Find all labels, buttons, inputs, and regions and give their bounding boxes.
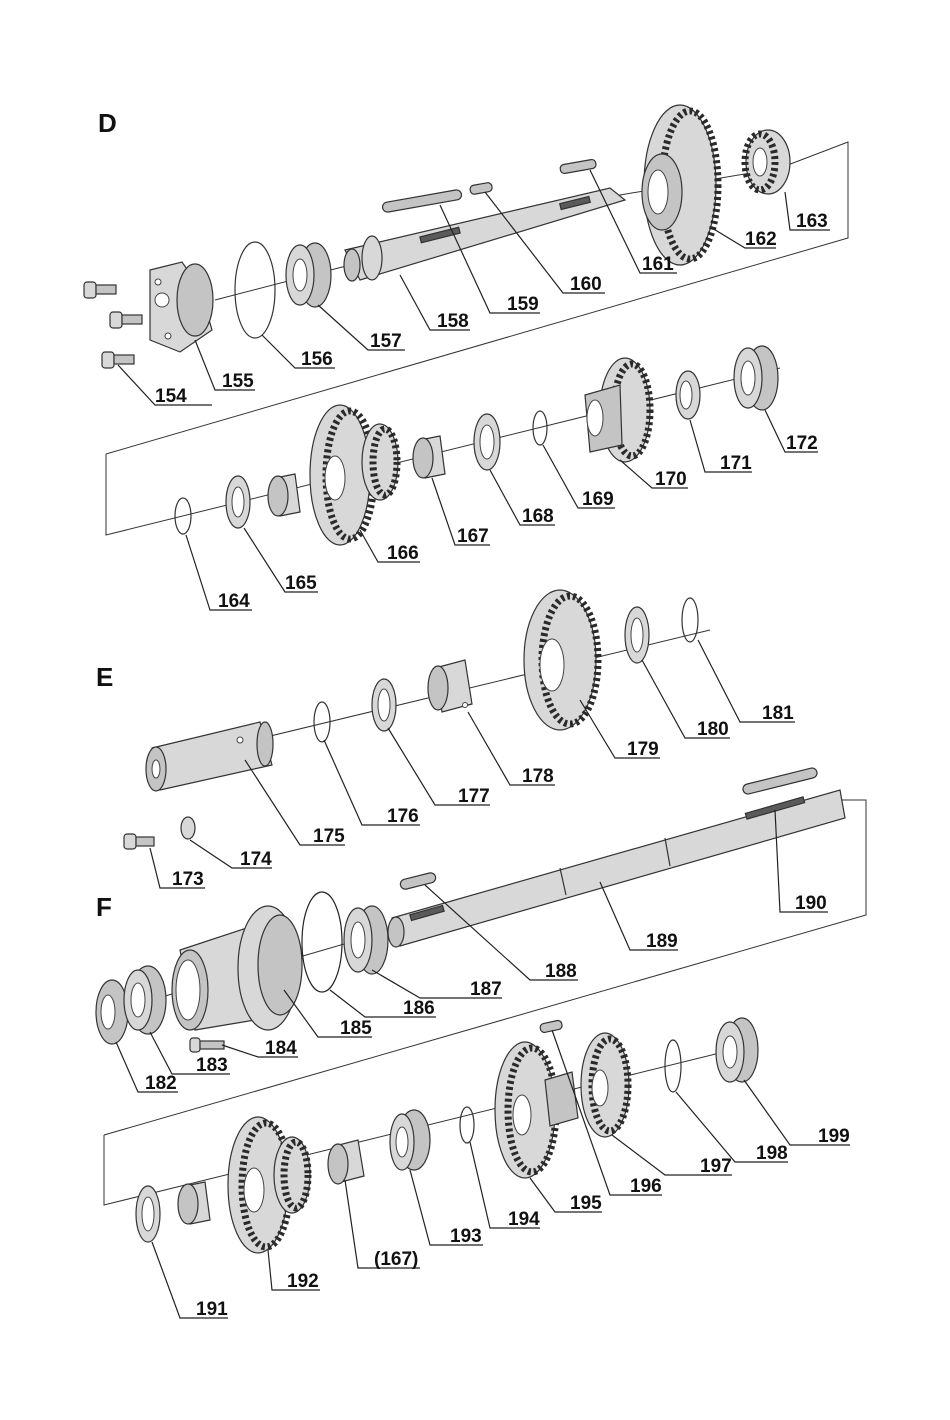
- snap-ring-169: [533, 411, 547, 445]
- key-159: [382, 189, 463, 213]
- label-191: 191: [196, 1299, 228, 1320]
- label-166: 166: [387, 543, 419, 564]
- sleeve-167: [413, 436, 445, 478]
- washer-165: [226, 476, 250, 528]
- bearing-199: [716, 1018, 758, 1082]
- label-163: 163: [796, 211, 828, 232]
- sleeve-178: [428, 660, 472, 712]
- label-170: 170: [655, 469, 687, 490]
- gear-192: [228, 1117, 310, 1253]
- label-183: 183: [196, 1055, 228, 1076]
- sleeve-165b: [268, 474, 300, 516]
- label-192: 192: [287, 1271, 319, 1292]
- key-160: [469, 182, 492, 195]
- washer-180: [625, 607, 649, 663]
- label-172: 172: [786, 433, 818, 454]
- section-d-title: D: [98, 108, 117, 138]
- gasket-186: [302, 892, 342, 992]
- label-164: 164: [218, 591, 250, 612]
- label-161: 161: [642, 254, 674, 275]
- key-196: [539, 1020, 562, 1033]
- label-195: 195: [570, 1193, 602, 1214]
- label-178: 178: [522, 766, 554, 787]
- label-187: 187: [470, 979, 502, 1000]
- label-157: 157: [370, 331, 402, 352]
- label-173: 173: [172, 869, 204, 890]
- label-184: 184: [265, 1038, 297, 1059]
- label-169: 169: [582, 489, 614, 510]
- screw-173: [124, 834, 154, 849]
- key-188: [399, 872, 436, 890]
- gear-163: [745, 130, 790, 194]
- label-167b: (167): [374, 1249, 418, 1270]
- gear-162: [642, 105, 718, 265]
- bearing-157: [286, 243, 331, 307]
- sleeve-167b: [328, 1140, 364, 1184]
- ring-171: [676, 371, 700, 419]
- label-194: 194: [508, 1209, 540, 1230]
- pin-174: [181, 817, 195, 839]
- bearing-187: [344, 906, 388, 974]
- bearing-182: [96, 980, 128, 1044]
- washer-177: [372, 679, 396, 731]
- label-190: 190: [795, 893, 827, 914]
- label-158: 158: [437, 311, 469, 332]
- gear-179: [524, 590, 598, 730]
- label-199: 199: [818, 1126, 850, 1147]
- label-182: 182: [145, 1073, 177, 1094]
- label-155: 155: [222, 371, 254, 392]
- label-176: 176: [387, 806, 419, 827]
- bearing-193: [390, 1110, 430, 1170]
- label-162: 162: [745, 229, 777, 250]
- shaft-189: [388, 790, 845, 947]
- snap-ring-181: [682, 598, 698, 642]
- bearing-183: [124, 966, 166, 1034]
- label-160: 160: [570, 274, 602, 295]
- label-168: 168: [522, 506, 554, 527]
- section-e-title: E: [96, 662, 113, 692]
- label-156: 156: [301, 349, 333, 370]
- label-167: 167: [457, 526, 489, 547]
- label-177: 177: [458, 786, 490, 807]
- gear-195: [495, 1042, 578, 1178]
- label-154: 154: [155, 386, 187, 407]
- gear-166: [310, 405, 398, 545]
- key-190: [742, 767, 818, 795]
- label-188: 188: [545, 961, 577, 982]
- label-171: 171: [720, 453, 752, 474]
- label-165: 165: [285, 573, 317, 594]
- snap-ring-194: [460, 1107, 474, 1143]
- label-174: 174: [240, 849, 272, 870]
- gear-170: [585, 358, 650, 462]
- washer-191: [136, 1186, 160, 1242]
- label-175: 175: [313, 826, 345, 847]
- sleeve-191b: [178, 1182, 210, 1224]
- label-198: 198: [756, 1143, 788, 1164]
- label-181: 181: [762, 703, 794, 724]
- label-185: 185: [340, 1018, 372, 1039]
- housing-185: [172, 906, 302, 1030]
- gear-197: [581, 1033, 629, 1137]
- label-193: 193: [450, 1226, 482, 1247]
- label-186: 186: [403, 998, 435, 1019]
- washer-168: [474, 414, 500, 470]
- shaft-175: [146, 722, 273, 791]
- flange-155: [150, 262, 213, 352]
- label-189: 189: [646, 931, 678, 952]
- label-180: 180: [697, 719, 729, 740]
- label-196: 196: [630, 1176, 662, 1197]
- label-197: 197: [700, 1156, 732, 1177]
- screw-154: [84, 282, 142, 368]
- section-f-title: F: [96, 892, 112, 922]
- screw-184: [190, 1038, 224, 1052]
- label-179: 179: [627, 739, 659, 760]
- label-159: 159: [507, 294, 539, 315]
- bearing-172: [734, 346, 778, 410]
